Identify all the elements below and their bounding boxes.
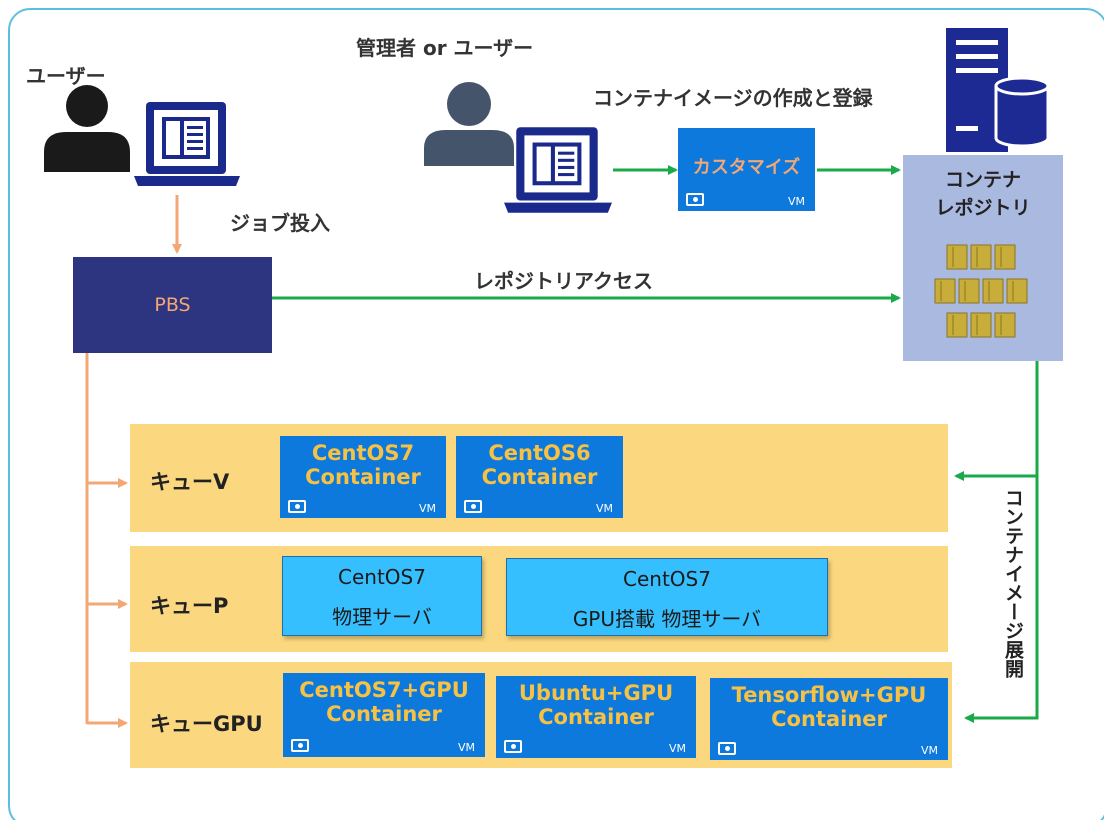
vm-monitor-icon — [291, 739, 309, 752]
vm-tag: VM — [595, 501, 613, 515]
job-submit-label: ジョブ投入 — [230, 211, 330, 235]
user-icon — [44, 85, 130, 172]
admin-laptop-icon — [504, 127, 612, 213]
vm-line1: Ubuntu+GPU — [518, 681, 674, 705]
queue-gpu-label: キューGPU — [150, 712, 263, 736]
vm-line1: CentOS7 — [311, 441, 415, 465]
pbs-label: PBS — [154, 294, 191, 316]
arrow-repo-deploy-trunk — [964, 361, 1039, 723]
vm-line1: CentOS7+GPU — [299, 678, 469, 702]
customize-vm-box: カスタマイズ VM — [678, 128, 815, 211]
customize-label: カスタマイズ — [692, 157, 801, 178]
vm-tag: VM — [668, 741, 686, 755]
vm-line2: Container — [326, 702, 442, 726]
centos6-container-box: CentOS6 Container VM — [456, 436, 623, 518]
vm-line1: CentOS6 — [488, 441, 591, 465]
vm-line2: Container — [305, 465, 421, 489]
vm-tag: VM — [920, 743, 938, 757]
pbs-scheduler-box: PBS — [73, 257, 272, 353]
server-database-icon — [946, 28, 1050, 152]
vm-tag: VM — [787, 194, 805, 208]
vm-line2: Container — [481, 465, 598, 489]
vm-line2: Container — [771, 707, 887, 731]
container-repository: コンテナ レポジトリ — [903, 155, 1063, 361]
server-line1: CentOS7 — [338, 565, 426, 589]
deploy-label: コンテナイメージ展開 — [1002, 488, 1024, 678]
centos7-gpu-container-box: CentOS7+GPU Container VM — [283, 673, 485, 757]
vm-monitor-icon — [464, 500, 482, 513]
vm-tag: VM — [457, 740, 475, 754]
tensorflow-gpu-container-box: Tensorflow+GPU Container VM — [710, 678, 948, 760]
vm-monitor-icon — [686, 193, 704, 206]
vm-monitor-icon — [504, 740, 522, 753]
repo-title-line1: コンテナ — [944, 169, 1021, 191]
laptop-icon — [134, 102, 240, 186]
vm-monitor-icon — [288, 500, 306, 513]
repo-access-label: レポジトリアクセス — [474, 269, 653, 293]
queue-v-label: キューV — [150, 470, 230, 494]
centos7-gpu-physical-server-box: CentOS7 GPU搭載 物理サーバ — [506, 558, 828, 636]
repo-title-line2: レポジトリ — [935, 197, 1031, 219]
queue-p-label: キューP — [150, 594, 229, 618]
containers-icon — [934, 244, 1028, 338]
ubuntu-gpu-container-box: Ubuntu+GPU Container VM — [496, 676, 696, 758]
server-line1: CentOS7 — [623, 567, 711, 591]
vm-line1: Tensorflow+GPU — [731, 683, 927, 707]
user-label: ユーザー — [26, 64, 106, 88]
vm-monitor-icon — [718, 742, 736, 755]
server-line2: GPU搭載 物理サーバ — [572, 607, 762, 631]
centos7-physical-server-box: CentOS7 物理サーバ — [282, 556, 482, 636]
centos7-container-box: CentOS7 Container VM — [280, 436, 446, 518]
vm-line2: Container — [538, 705, 654, 729]
admin-or-user-label: 管理者 or ユーザー — [356, 36, 534, 60]
server-line2: 物理サーバ — [332, 605, 432, 629]
admin-user-icon — [424, 82, 514, 166]
create-register-label: コンテナイメージの作成と登録 — [593, 86, 873, 110]
diagram-frame — [8, 8, 1104, 820]
vm-tag: VM — [418, 501, 436, 515]
